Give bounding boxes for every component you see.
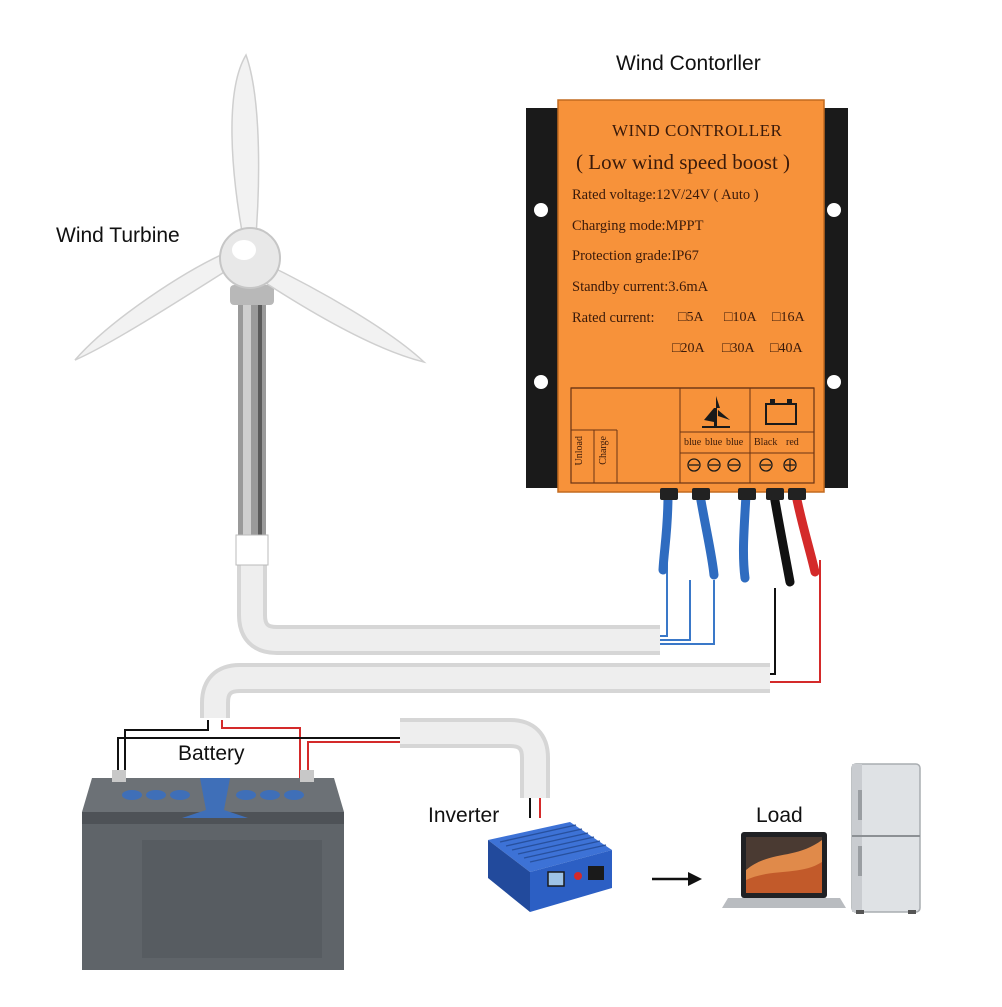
- battery: [82, 770, 344, 970]
- conduit-battery-to-inverter: [400, 718, 550, 798]
- label-wind-turbine: Wind Turbine: [56, 224, 180, 247]
- inverter-front: [530, 850, 612, 912]
- laptop-icon: [722, 832, 846, 908]
- current-option-5a: □5A: [678, 310, 704, 325]
- controller-charge-label: Charge: [598, 436, 609, 465]
- label-inverter: Inverter: [428, 804, 500, 827]
- controller-subtitle: ( Low wind speed boost ): [576, 150, 791, 174]
- inverter-outlet: [588, 866, 604, 880]
- wires-controller-battery: [124, 560, 821, 778]
- arrow-icon: [652, 872, 702, 886]
- battery-handle: [182, 778, 248, 818]
- controller-face: [557, 99, 825, 493]
- wind-turbine: [74, 53, 427, 566]
- wind-controller: [526, 99, 848, 587]
- label-wind-controller: Wind Contorller: [616, 52, 761, 75]
- controller-title: WIND CONTROLLER: [612, 121, 783, 140]
- current-option-16a: □16A: [772, 310, 805, 325]
- conduit-controller-to-battery: [200, 663, 770, 718]
- current-option-20a: □20A: [672, 341, 705, 356]
- controller-rated-current-label: Rated current:: [572, 310, 655, 326]
- battery-terminal-negative: [112, 770, 126, 782]
- terminal-label-red: red: [786, 437, 799, 448]
- conduit-turbine-to-controller: [237, 565, 660, 655]
- label-battery: Battery: [178, 742, 245, 765]
- inverter-display: [547, 871, 565, 887]
- turbine-blade-left: [74, 249, 242, 361]
- terminal-screws: [687, 458, 797, 472]
- current-option-10a: □10A: [724, 310, 757, 325]
- terminal-label-black: Black: [754, 437, 778, 448]
- turbine-blade-right: [257, 260, 427, 364]
- inverter: [488, 822, 612, 912]
- terminal-label-blue-3: blue: [726, 437, 744, 448]
- battery-terminal-positive: [300, 770, 314, 782]
- fridge-icon: [851, 763, 921, 914]
- controller-spec-charging: Charging mode:MPPT: [572, 218, 704, 234]
- controller-spec-voltage: Rated voltage:12V/24V ( Auto ): [572, 187, 759, 203]
- wires-blue-turbine: [244, 500, 715, 645]
- turbine-blade-top: [231, 53, 260, 249]
- current-option-30a: □30A: [722, 341, 755, 356]
- current-option-40a: □40A: [770, 341, 803, 356]
- controller-spec-standby: Standby current:3.6mA: [572, 279, 709, 295]
- battery-caps: [122, 790, 304, 800]
- label-load: Load: [756, 804, 803, 827]
- battery-symbol-icon: [765, 399, 797, 425]
- wires-battery-inverter: [117, 737, 541, 818]
- controller-spec-protection: Protection grade:IP67: [572, 248, 699, 264]
- terminal-label-blue-1: blue: [684, 437, 702, 448]
- controller-unload-label: Unload: [574, 436, 585, 466]
- controller-output-wires: [658, 490, 820, 587]
- turbine-symbol-icon: [702, 396, 730, 428]
- terminal-label-blue-2: blue: [705, 437, 723, 448]
